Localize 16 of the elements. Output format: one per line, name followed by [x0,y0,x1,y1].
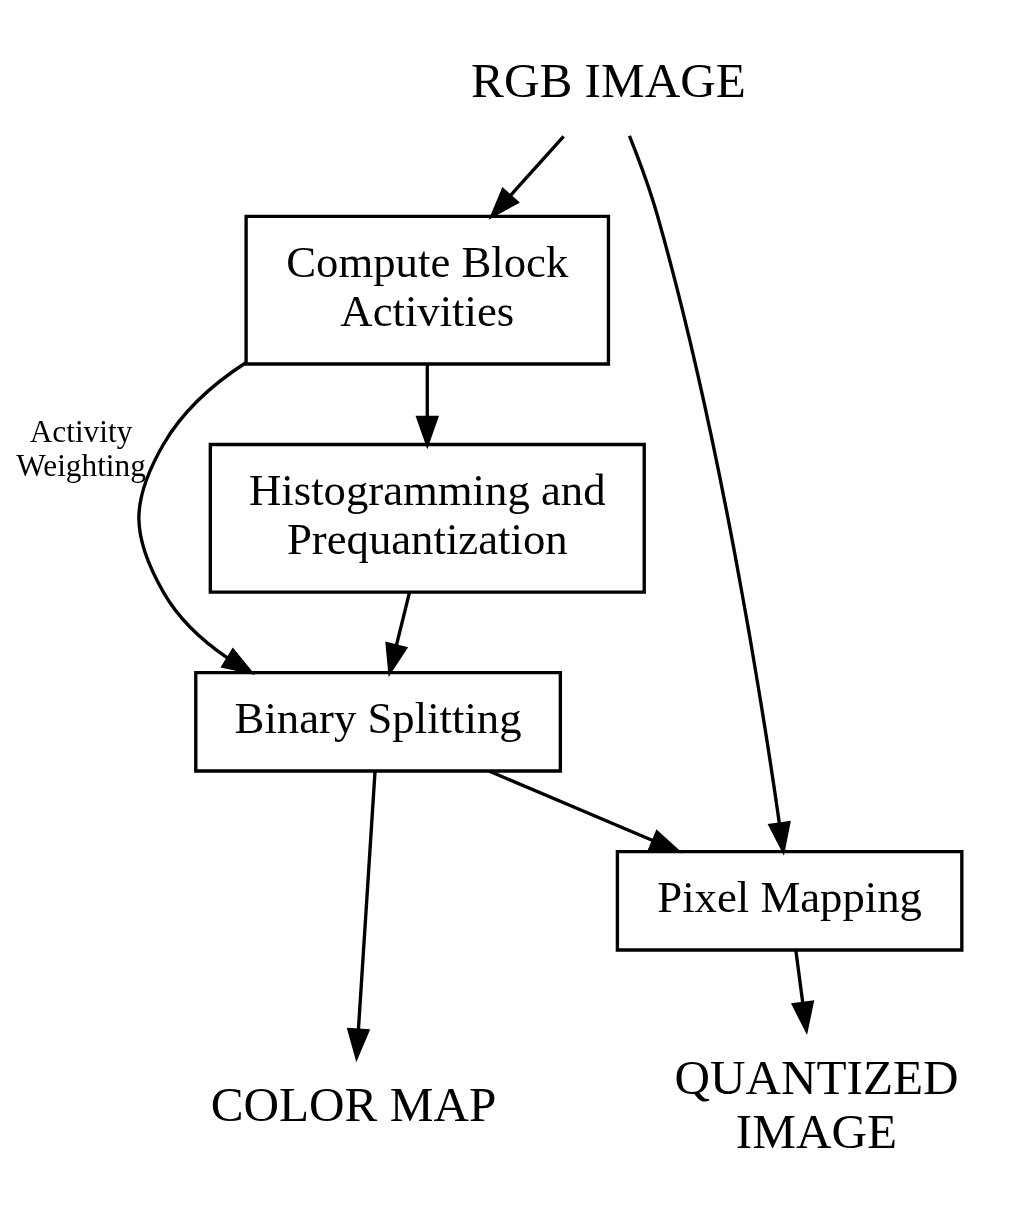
node-text: COLOR MAP [210,1076,497,1132]
arrow [488,769,683,853]
node-text: QUANTIZED IMAGE [674,1049,959,1159]
node-text: RGB IMAGE [471,52,746,108]
arrow [137,360,256,675]
node-box: Binary Splitting [194,670,563,773]
arrow [415,363,440,449]
arrow [627,134,791,856]
node-box: Histogramming and Prequantization [208,442,646,594]
arrow [791,949,815,1035]
arrow [346,771,377,1062]
arrow [385,591,412,677]
arrow [488,134,565,220]
edge-label: Activity Weighting [16,413,146,483]
node-box: Pixel Mapping [615,849,964,952]
node-box: Compute Block Activities [244,214,611,366]
